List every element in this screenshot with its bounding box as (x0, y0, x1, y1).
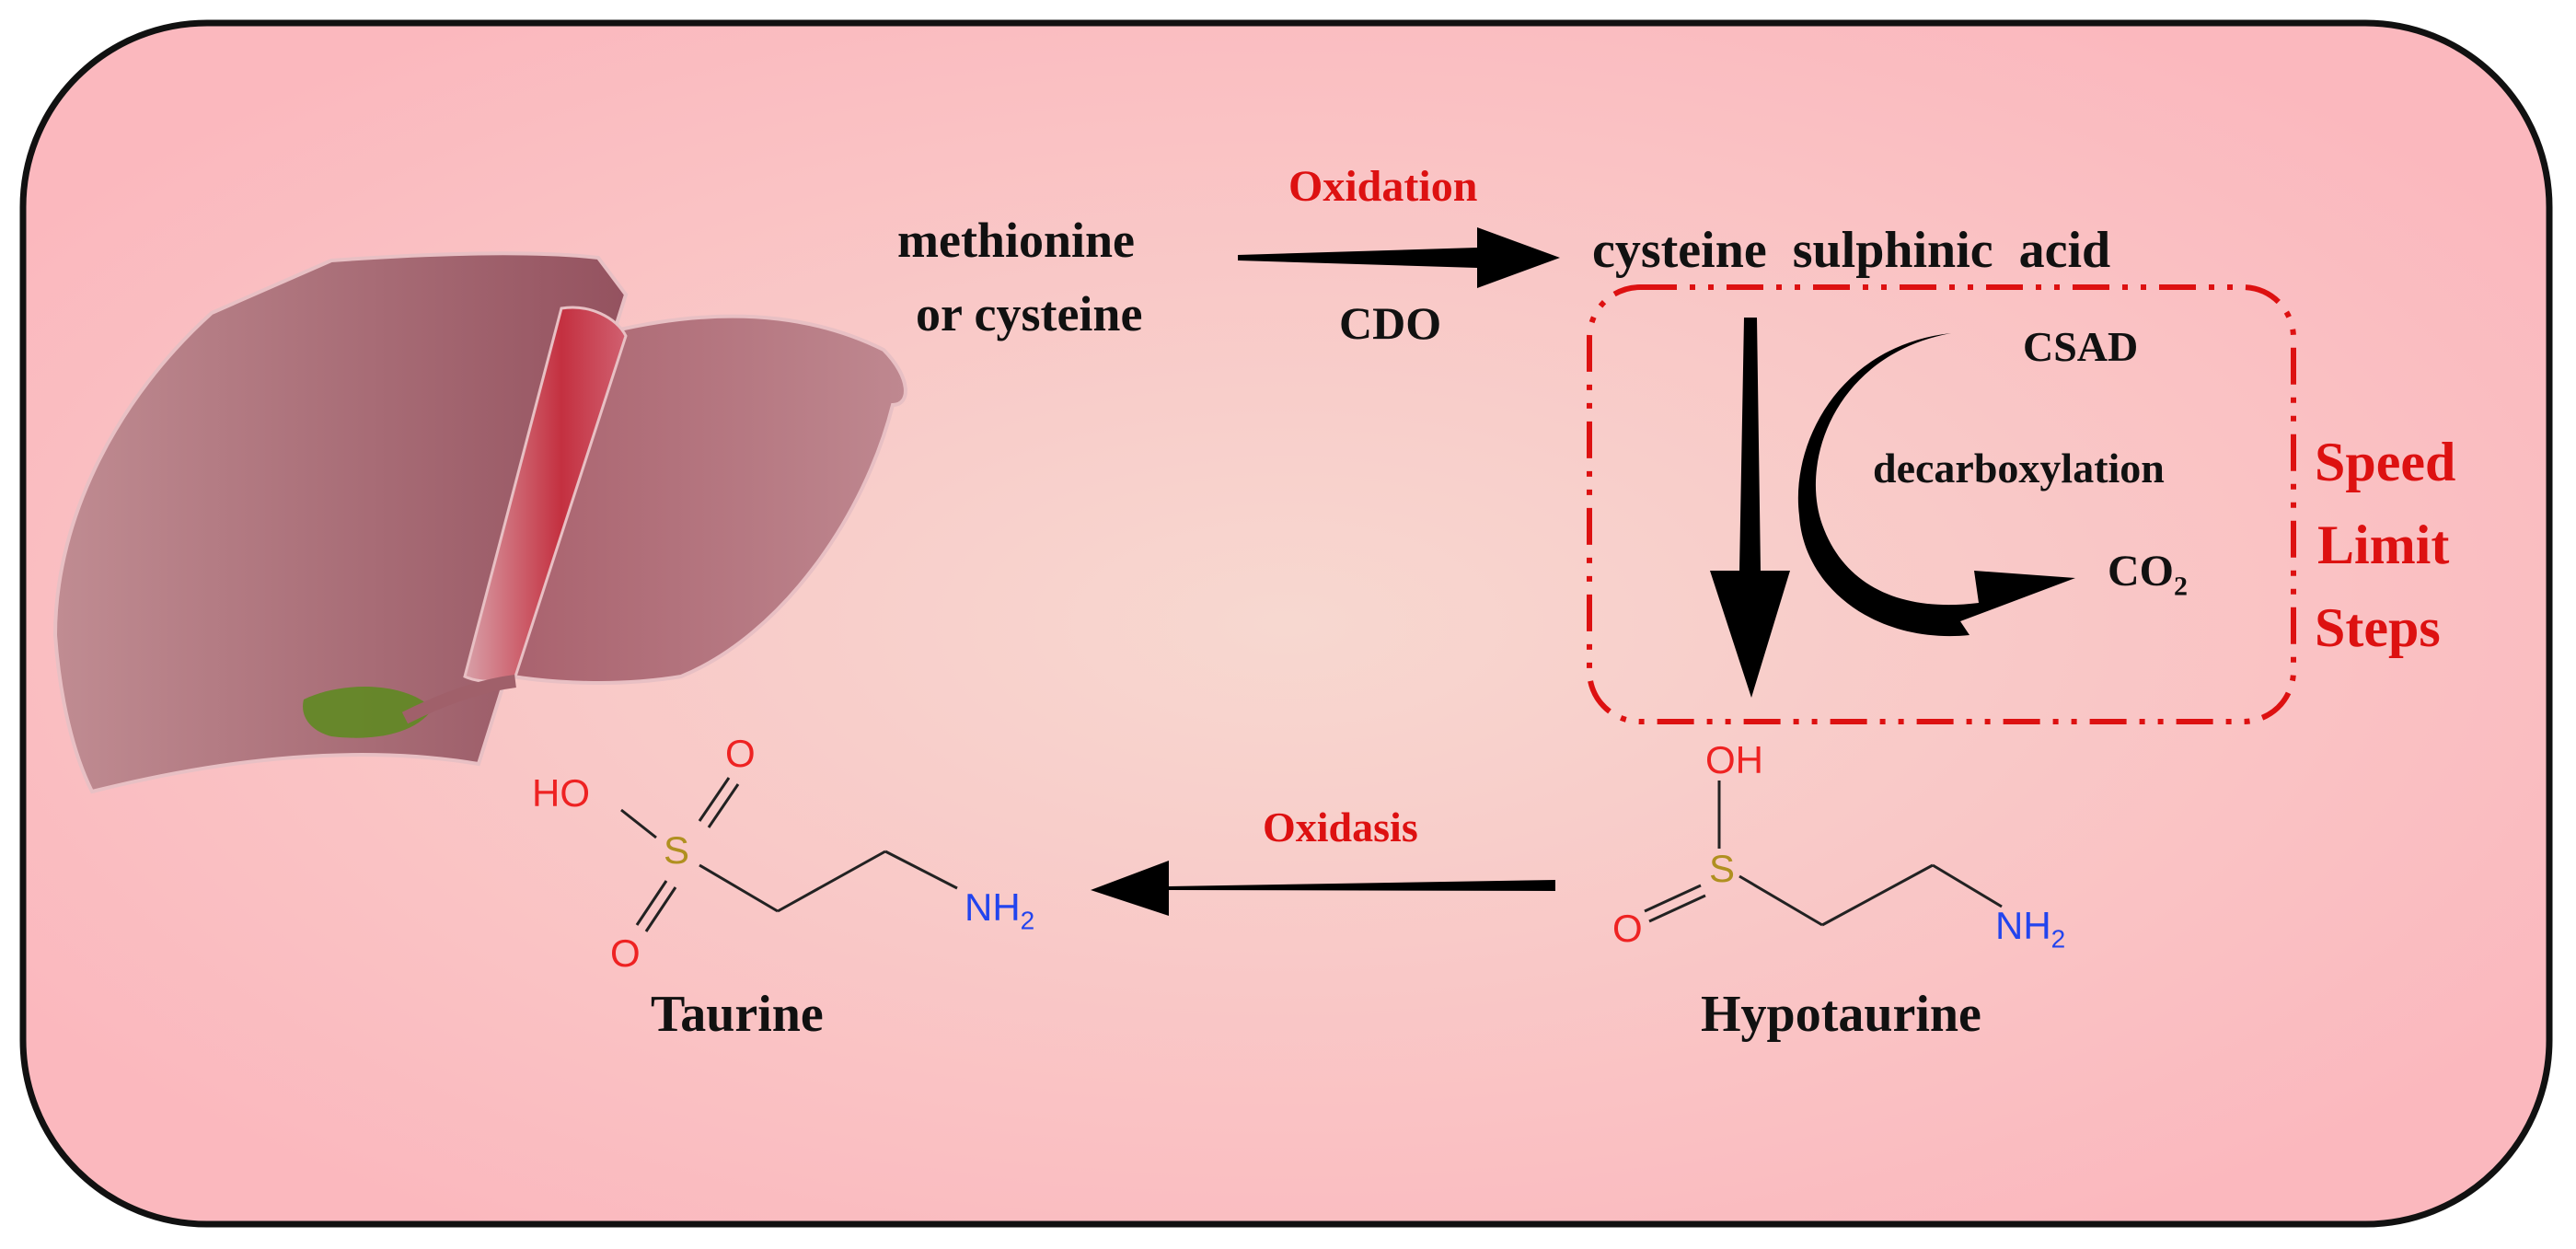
downward-arrow (1710, 318, 1790, 698)
hypotaurine-sulfur-atom: S (1709, 847, 1736, 890)
substrate-label-line1: methionine (897, 213, 1136, 268)
taurine-amine-main: NH (965, 885, 1021, 929)
cdo-enzyme-label: CDO (1339, 297, 1442, 349)
speed-limit-label-line2: Limit (2317, 515, 2450, 575)
taurine-sulfur-atom: S (664, 828, 690, 872)
hypotaurine-label: Hypotaurine (1701, 986, 1981, 1043)
csad-enzyme-label: CSAD (2023, 323, 2139, 370)
taurine-label: Taurine (651, 986, 824, 1043)
hypotaurine-amine-main: NH (1995, 904, 2051, 947)
speed-limit-box (1587, 284, 2296, 724)
liver-ligament (463, 306, 628, 683)
speed-limit-label-line3: Steps (2315, 597, 2441, 658)
decarboxylation-label: decarboxylation (1873, 445, 2165, 492)
oxidasis-arrow (1091, 861, 1555, 916)
hypotaurine-amine-group: NH2 (1995, 904, 2065, 954)
taurine-oxygen-top-atom: O (725, 732, 756, 775)
speed-limit-label-line1: Speed (2315, 432, 2456, 492)
co2-main: CO (2108, 547, 2174, 596)
taurine-structure-bonds (620, 777, 958, 932)
taurine-amine-subscript: 2 (1020, 906, 1035, 935)
hypotaurine-structure-bonds (1644, 781, 2003, 927)
co2-label: CO2 (2108, 546, 2188, 603)
hypotaurine-amine-subscript: 2 (2050, 924, 2066, 954)
oxidation-arrow (1238, 227, 1560, 288)
hypotaurine-hydroxyl-atom: OH (1705, 738, 1763, 781)
cysteine-sulphinic-acid-label: cysteine sulphinic acid (1592, 222, 2111, 279)
co2-subscript: 2 (2174, 571, 2188, 602)
substrate-label-line2: or cysteine (916, 286, 1143, 341)
hypotaurine-oxygen-atom: O (1612, 907, 1643, 950)
hepatic-duct (401, 675, 516, 724)
taurine-oxygen-bottom-atom: O (610, 931, 641, 975)
oxidasis-label: Oxidasis (1263, 804, 1418, 850)
gallbladder (303, 687, 433, 738)
taurine-hydroxyl-atom: HO (532, 771, 590, 815)
taurine-amine-group: NH2 (965, 885, 1034, 935)
oxidation-label: Oxidation (1288, 162, 1478, 211)
liver-icon (52, 251, 907, 794)
